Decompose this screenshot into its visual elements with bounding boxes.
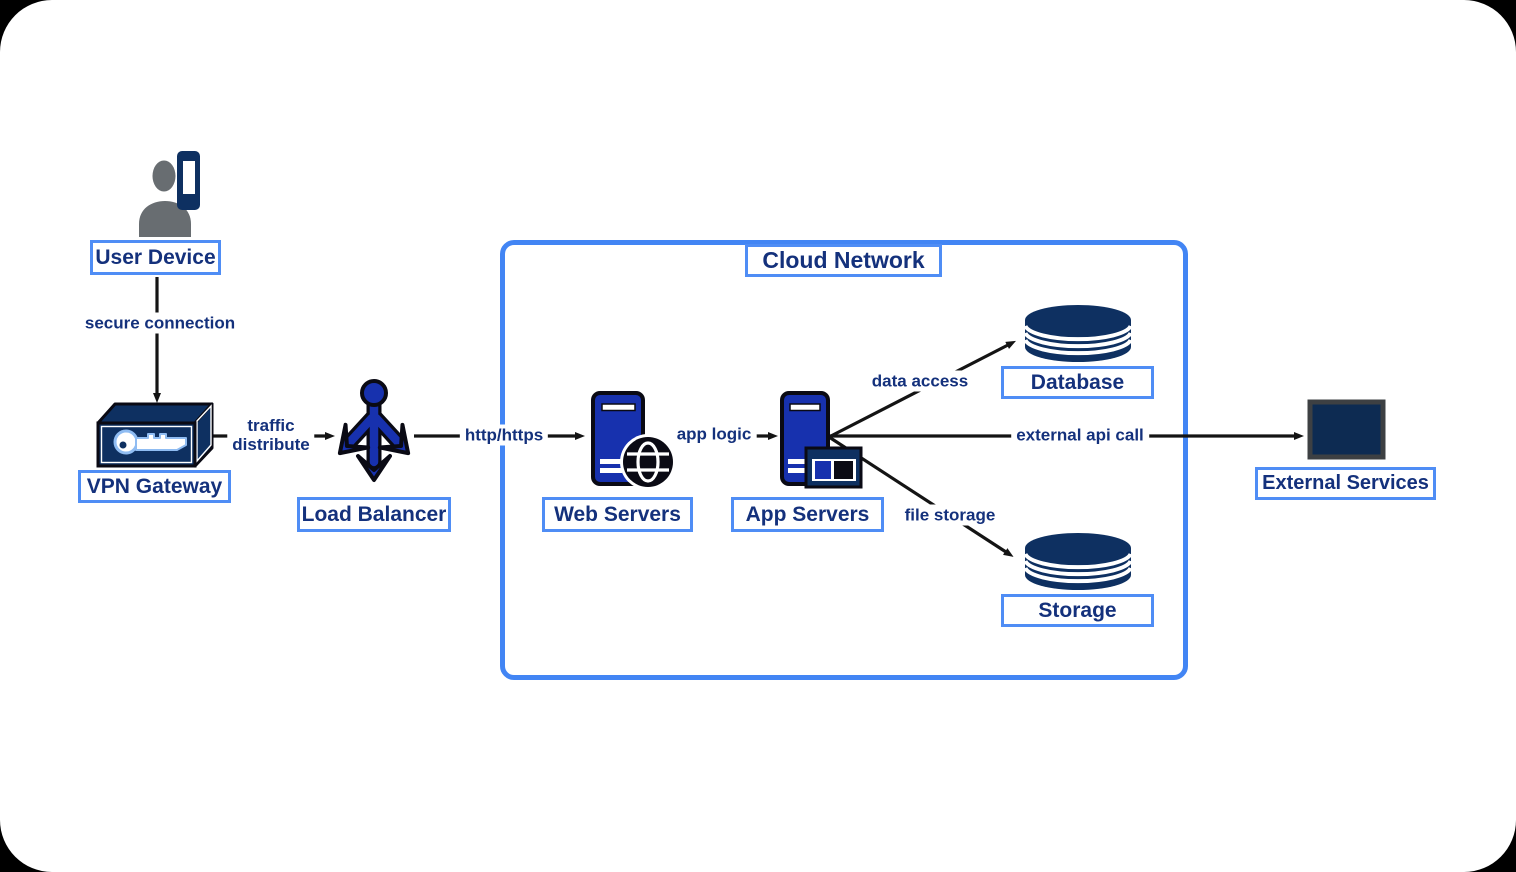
edge-label-data-access: data access: [866, 370, 974, 392]
node-label-external-services: External Services: [1255, 467, 1436, 500]
node-label-load-balancer: Load Balancer: [297, 497, 451, 532]
three-way-split-arrows-icon: [329, 379, 420, 482]
edge-label-external-api-call: external api call: [1011, 424, 1149, 446]
node-label-database: Database: [1001, 366, 1154, 399]
edge-label-traffic-distribute-line1: traffic: [247, 416, 295, 435]
cloud-network-title: Cloud Network: [745, 244, 942, 277]
edge-label-traffic-distribute: traffic distribute: [227, 415, 315, 455]
person-with-phone-icon: [139, 151, 200, 237]
edge-label-traffic-distribute-line2: distribute: [232, 435, 310, 454]
node-label-user-device: User Device: [90, 240, 221, 275]
cloud-network-container: [500, 240, 1188, 680]
node-label-vpn-gateway: VPN Gateway: [78, 470, 231, 503]
node-label-storage: Storage: [1001, 594, 1154, 627]
edge-label-app-logic: app logic: [671, 423, 757, 445]
node-label-web-servers: Web Servers: [542, 497, 693, 532]
node-label-app-servers: App Servers: [731, 497, 884, 532]
edge-label-file-storage: file storage: [899, 504, 1001, 526]
key-icon: [113, 429, 187, 455]
edge-label-http-https: http/https: [459, 424, 549, 446]
edge-label-secure-connection: secure connection: [79, 312, 241, 334]
dark-rectangle-icon: [1307, 399, 1386, 460]
key-in-3d-box-icon: [96, 402, 214, 468]
